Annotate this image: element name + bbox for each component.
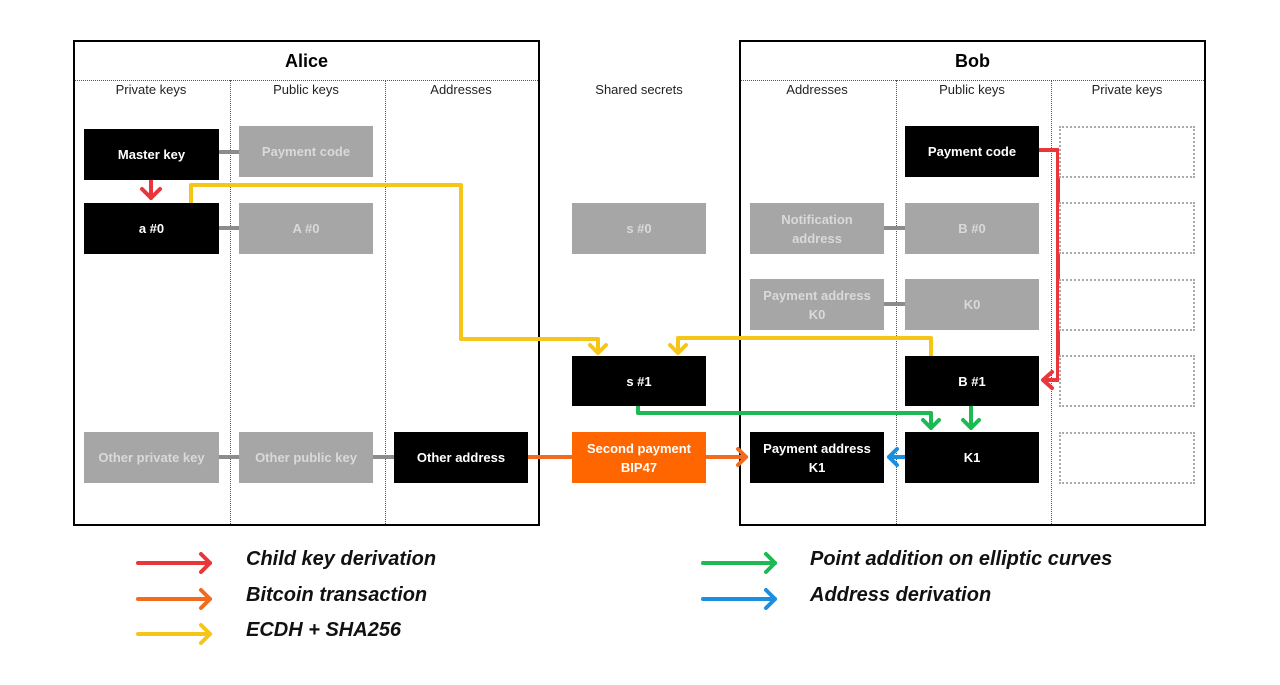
legend-point-addition: Point addition on elliptic curves [810,548,1113,570]
bob-col-private-keys: Private keys [1091,82,1163,97]
second-payment-sublabel: BIP47 [620,459,658,475]
K1-box: K1 [905,432,1039,483]
legend-arrow-blue [701,588,777,610]
s0-box: s #0 [572,203,706,254]
child-key-arrow-master-head [140,187,162,200]
alice-col-addresses: Addresses [430,82,492,97]
ecdh-arrow-alice-head [588,343,608,355]
child-key-arrow-bob [1037,148,1060,382]
ecdh-arrow-bob [676,336,933,358]
column-divider [385,80,386,524]
tx-arrow-out-head [736,447,748,467]
point-add-arrow-B1-head [961,418,981,430]
K0-box: K0 [905,279,1039,330]
bob-private-key-slot [1059,355,1195,407]
ecdh-arrow-bob-head [668,343,688,355]
legend-arrow-red [136,552,212,574]
other-public-key-box: Other public key [239,432,373,483]
second-payment-box: Second payment BIP47 [572,432,706,483]
column-divider [1051,80,1052,524]
legend-arrow-green [701,552,777,574]
notification-address-label: Notification [781,211,853,227]
shared-secrets-header: Shared secrets [595,82,683,97]
point-add-arrow-s1-head [921,418,941,430]
point-add-arrow-s1 [636,404,933,430]
bob-private-key-slot [1059,202,1195,254]
alice-col-private-keys: Private keys [115,82,187,97]
A0-box: A #0 [239,203,373,254]
bob-col-addresses: Addresses [786,82,848,97]
payment-address-k0-sublabel: K0 [808,306,826,322]
B1-box: B #1 [905,356,1039,406]
address-derivation-arrow-head [887,447,899,467]
payment-address-k1-label: Payment address [763,440,871,456]
legend-address-derivation: Address derivation [810,584,992,606]
payment-address-k1-box: Payment address K1 [750,432,884,483]
payment-address-k0-box: Payment address K0 [750,279,884,330]
bob-private-key-slot [1059,432,1195,484]
child-key-arrow-bob-head [1041,370,1054,390]
master-key-box: Master key [84,129,219,180]
notification-address-box: Notification address [750,203,884,254]
bob-private-key-slot [1059,279,1195,331]
s1-box: s #1 [572,356,706,406]
bob-private-key-slot [1059,126,1195,178]
other-address-box: Other address [394,432,528,483]
alice-payment-code-box: Payment code [239,126,373,177]
bob-col-public-keys: Public keys [939,82,1005,97]
a0-box: a #0 [84,203,219,254]
legend-child-key-derivation: Child key derivation [246,548,437,570]
second-payment-label: Second payment [586,440,692,456]
alice-col-public-keys: Public keys [273,82,339,97]
legend-bitcoin-transaction: Bitcoin transaction [246,584,428,606]
ecdh-arrow-alice [189,183,600,354]
bob-payment-code-box: Payment code [905,126,1039,177]
B0-box: B #0 [905,203,1039,254]
legend-arrow-orange [136,588,212,610]
payment-address-k0-label: Payment address [763,287,871,303]
legend-arrow-yellow [136,623,212,645]
other-private-key-box: Other private key [84,432,219,483]
legend-ecdh-sha256: ECDH + SHA256 [246,619,402,641]
bob-title: Bob [741,42,1204,81]
payment-address-k1-sublabel: K1 [808,459,826,475]
column-divider [230,80,231,524]
notification-address-sublabel: address [792,230,842,246]
alice-title: Alice [75,42,538,81]
